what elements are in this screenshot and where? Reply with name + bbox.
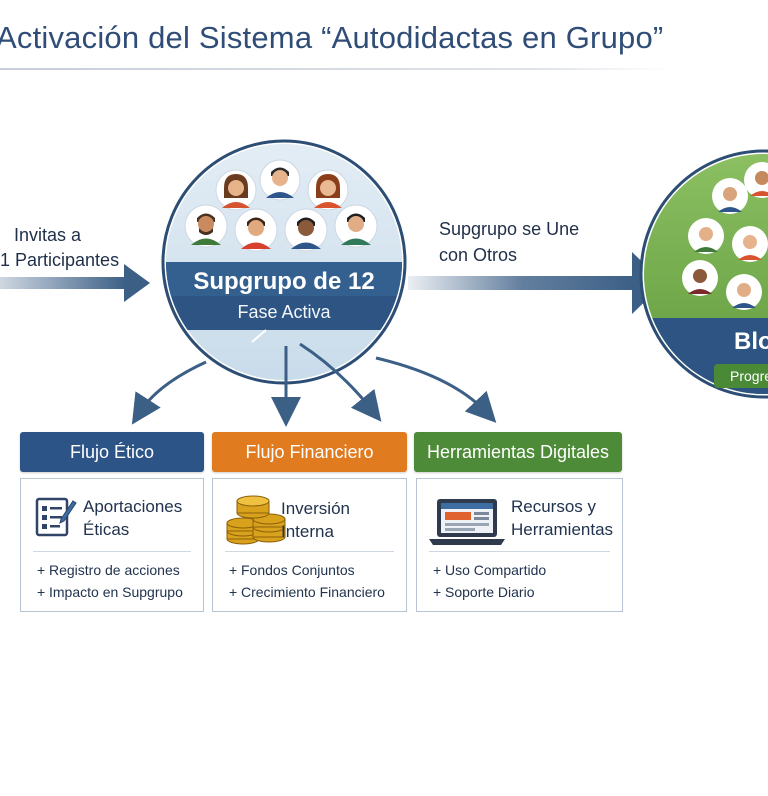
card-divider: [225, 551, 394, 552]
card-etico-bullets: +Registro de acciones +Impacto en Supgru…: [37, 559, 183, 603]
join-label-line1: Supgrupo se Une: [439, 217, 579, 242]
invite-label-line1: Invitas a: [14, 223, 81, 248]
join-label-line2: con Otros: [439, 243, 517, 268]
card-financiero-title: Inversión Interna: [281, 497, 406, 543]
coin-stacks-icon: [221, 491, 289, 554]
card-divider: [429, 551, 610, 552]
list-item: +Fondos Conjuntos: [229, 559, 385, 581]
invite-label-line2: 1 Participantes: [0, 248, 119, 273]
card-financiero-bullets: +Fondos Conjuntos +Crecimiento Financier…: [229, 559, 385, 603]
card-etico: Aportaciones Éticas +Registro de accione…: [20, 478, 204, 612]
list-item: +Crecimiento Financiero: [229, 581, 385, 603]
card-digital-bullets: +Uso Compartido +Soporte Diario: [433, 559, 546, 603]
checklist-pencil-icon: [33, 495, 77, 544]
subgroup-band: Supgrupo de 12 Fase Activa: [172, 262, 396, 330]
list-item: +Impacto en Supgrupo: [37, 581, 183, 603]
card-header-financiero: Flujo Financiero: [212, 432, 407, 472]
card-header-digital: Herramientas Digitales: [414, 432, 622, 472]
card-digital-title-line1: Recursos y: [511, 495, 596, 518]
card-etico-title-line1: Aportaciones: [83, 495, 182, 518]
list-item: +Registro de acciones: [37, 559, 183, 581]
subgroup-title: Supgrupo de 12: [172, 268, 396, 296]
list-item: +Soporte Diario: [433, 581, 546, 603]
card-divider: [33, 551, 191, 552]
bloc-circle: [640, 150, 768, 400]
card-digital: Recursos y Herramientas +Uso Compartido …: [416, 478, 623, 612]
laptop-icon: [429, 497, 505, 552]
subgroup-phase: Fase Activa: [172, 302, 396, 323]
bloc-progress-pill: Progre: [714, 364, 768, 388]
list-item: +Uso Compartido: [433, 559, 546, 581]
card-digital-title-line2: Herramientas: [511, 518, 613, 541]
card-header-etico: Flujo Ético: [20, 432, 204, 472]
card-financiero: Inversión Interna +Fondos Conjuntos +Cre…: [212, 478, 407, 612]
card-etico-title-line2: Éticas: [83, 518, 129, 541]
bloc-title: Blo: [734, 328, 768, 356]
